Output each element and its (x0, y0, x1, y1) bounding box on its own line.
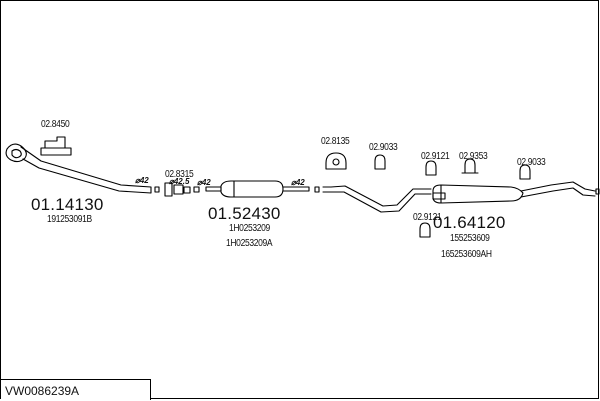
accessory-label-4: 02.9033 (369, 142, 398, 153)
model-code-box: VW0086239A (1, 379, 151, 400)
diameter-label-4: ⌀42 (291, 178, 305, 187)
part-ref-3-1: 155253609 (450, 233, 490, 244)
rubber-hanger-3 (425, 160, 437, 176)
rear-silencer-shape (432, 181, 600, 204)
accessory-label-1: 02.8450 (41, 119, 70, 130)
diameter-label-2: ⌀42.5 (169, 177, 190, 186)
part-number-1: 01.14130 (31, 195, 104, 214)
part-ref-2-1: 1H0253209 (229, 223, 270, 234)
accessory-label-2: 02.8315 (165, 169, 194, 180)
clamp-shape-1 (164, 182, 200, 197)
diameter-label-1: ⌀42 (135, 176, 149, 185)
accessory-label-7: 02.9033 (517, 157, 546, 168)
middle-silencer-shape (205, 180, 310, 198)
accessory-label-6: 02.9353 (459, 151, 488, 162)
part-number-3: 01.64120 (433, 213, 506, 232)
rubber-hanger-2 (374, 154, 386, 170)
model-code: VW0086239A (5, 384, 80, 398)
rubber-hanger-5 (519, 164, 531, 180)
part-ref-2-2: 1H0253209A (226, 238, 273, 249)
accessory-label-5: 02.9121 (421, 151, 450, 162)
pipe-end-marker-1 (154, 186, 160, 193)
pipe-end-marker-2 (314, 186, 320, 193)
accessory-label-3: 02.8135 (321, 136, 350, 147)
diameter-label-3: ⌀42 (197, 178, 211, 187)
gasket-bracket-shape (40, 136, 72, 156)
accessory-label-8: 02.9121 (413, 212, 442, 223)
rubber-hanger-4 (461, 158, 479, 174)
part-number-2: 01.52430 (208, 204, 281, 223)
part-ref-3-2: 165253609AH (441, 249, 492, 260)
rear-pipe-shape (322, 185, 432, 213)
rubber-hanger-6 (419, 222, 431, 238)
rubber-hanger-1 (325, 152, 347, 170)
front-pipe-shape (5, 143, 152, 194)
part-ref-1-1: 191253091B (47, 214, 92, 225)
